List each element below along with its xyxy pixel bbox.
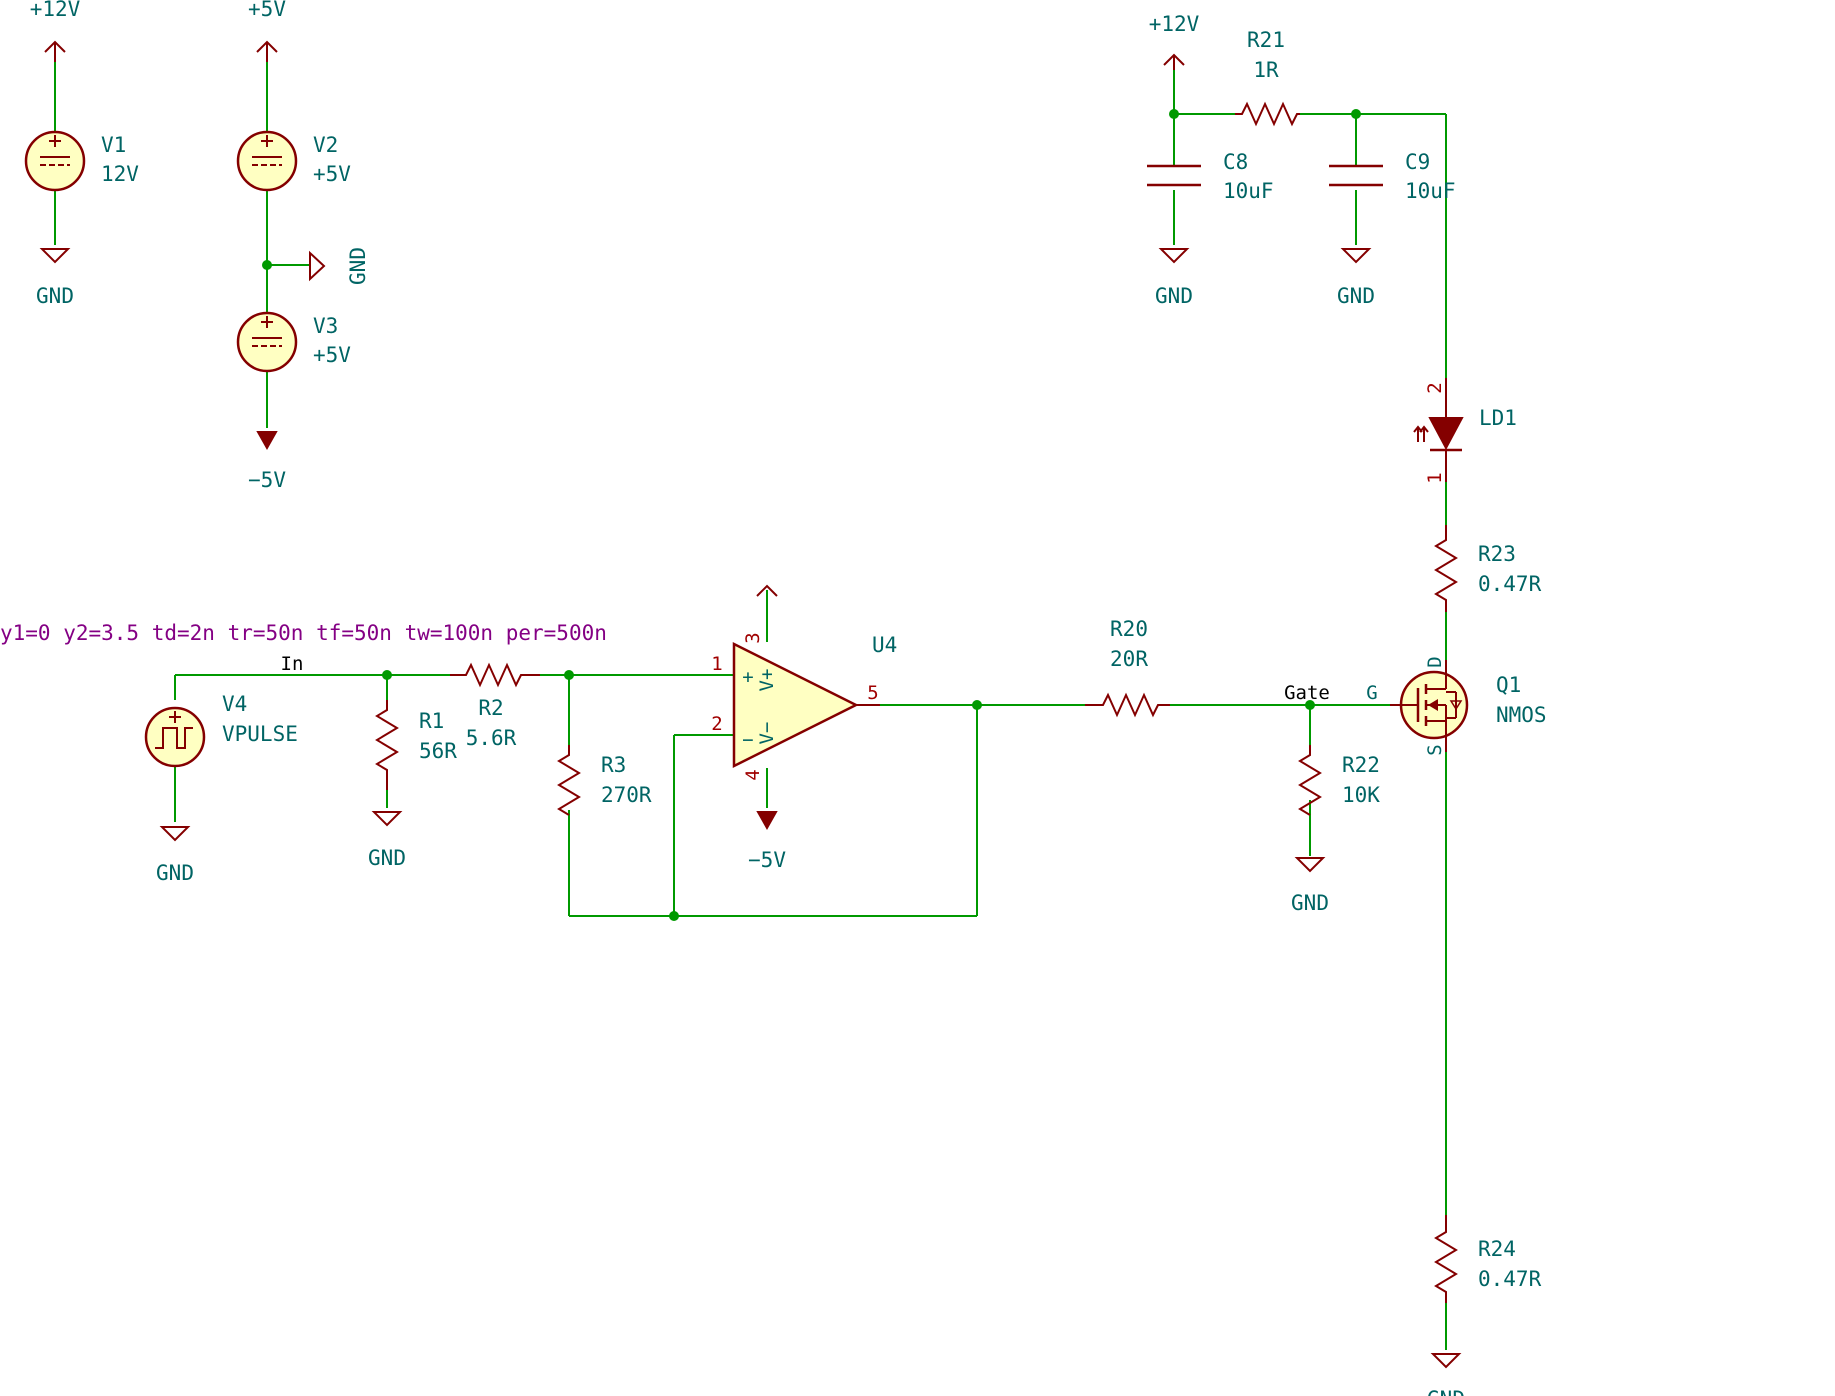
source-v1: V1 12V [24, 130, 139, 192]
value-label: 1R [1253, 58, 1279, 82]
pin-name: V+ [756, 669, 778, 692]
ref-label: Q1 [1496, 673, 1521, 697]
gnd-symbol: GND [1155, 248, 1193, 308]
gnd-symbol: GND [1427, 1353, 1465, 1396]
pin-name: G [1366, 682, 1377, 704]
source-v4: V4 VPULSE [144, 692, 298, 768]
resistor-r22: R22 10K [1298, 745, 1380, 816]
gnd-label: GND [156, 861, 194, 885]
pin-number: 2 [1424, 382, 1446, 393]
resistor-r2: R2 5.6R [450, 662, 540, 750]
net-label-gate: Gate [1284, 682, 1330, 704]
value-label: 10K [1342, 783, 1380, 807]
power-label: +12V [30, 0, 81, 21]
junctions [262, 109, 1361, 921]
mosfet-q1: D S G Q1 NMOS [1366, 656, 1546, 755]
value-label: 20R [1110, 647, 1148, 671]
capacitor-c9: C9 10uF [1329, 150, 1456, 203]
ref-label: V3 [313, 314, 338, 338]
pin-number: 1 [711, 653, 722, 675]
opamp-u4: + − V+ V− 1 2 3 4 5 U4 [711, 632, 897, 780]
capacitor-c8: C8 10uF [1147, 150, 1274, 203]
opamp-vplus-arrow [756, 584, 778, 597]
resistor-r23: R23 0.47R [1434, 525, 1542, 612]
ref-label: R1 [419, 709, 444, 733]
gnd-label: GND [1427, 1387, 1465, 1396]
value-label: 0.47R [1478, 572, 1542, 596]
gnd-label: GND [368, 846, 406, 870]
pin-name: + [742, 666, 753, 688]
value-label: VPULSE [222, 722, 298, 746]
value-label: 5.6R [466, 726, 517, 750]
ref-label: V1 [101, 133, 126, 157]
value-label: 12V [101, 162, 139, 186]
gnd-label: GND [1291, 891, 1329, 915]
gnd-symbol: GND [36, 248, 74, 308]
value-label: 10uF [1405, 179, 1456, 203]
ref-label: R20 [1110, 617, 1148, 641]
power-label: −5V [748, 848, 786, 872]
resistor-r3: R3 270R [557, 745, 652, 816]
value-label: 0.47R [1478, 1267, 1542, 1291]
value-label: 10uF [1223, 179, 1274, 203]
pin-name: − [742, 729, 753, 751]
resistor-r24: R24 0.47R [1434, 1215, 1542, 1303]
resistor-r21: R21 1R [1235, 28, 1300, 127]
resistor-r1: R1 56R [375, 700, 457, 790]
sim-parameters: y1=0 y2=3.5 td=2n tr=50n tf=50n tw=100n … [0, 621, 607, 645]
gnd-label: GND [346, 247, 370, 285]
gnd-symbol: GND [309, 247, 370, 285]
gnd-symbol: GND [1291, 857, 1329, 915]
pin-name: V− [756, 722, 778, 745]
value-label: +5V [313, 343, 351, 367]
ref-label: R22 [1342, 753, 1380, 777]
ref-label: V4 [222, 692, 247, 716]
ref-label: R2 [478, 696, 503, 720]
pin-name: S [1424, 744, 1446, 755]
ref-label: R3 [601, 753, 626, 777]
ref-label: U4 [872, 633, 897, 657]
value-label: 270R [601, 783, 652, 807]
gnd-symbol: GND [368, 811, 406, 870]
pin-number: 2 [711, 713, 722, 735]
neg5v-symbol: −5V [248, 431, 286, 492]
gnd-label: GND [1155, 284, 1193, 308]
source-v2: V2 +5V [236, 130, 351, 192]
ref-label: R24 [1478, 1237, 1516, 1261]
power-12v-symbol: +12V [30, 0, 81, 62]
ref-label: LD1 [1479, 406, 1517, 430]
ref-label: R23 [1478, 542, 1516, 566]
laser-diode-ld1: 2 1 LD1 [1413, 378, 1517, 484]
neg5v-symbol: −5V [748, 811, 786, 872]
value-label: 56R [419, 739, 457, 763]
source-v3: V3 +5V [236, 311, 351, 373]
pin-name: D [1424, 656, 1446, 667]
power-label: +12V [1149, 12, 1200, 36]
power-label: +5V [248, 0, 286, 21]
power-12v-symbol: +12V [1149, 12, 1200, 70]
gnd-label: GND [36, 284, 74, 308]
net-label-in: In [281, 653, 304, 675]
gnd-symbol: GND [1337, 248, 1375, 308]
wires [54, 62, 1447, 1350]
pin-number: 5 [867, 682, 878, 704]
ref-label: C9 [1405, 150, 1430, 174]
power-5v-symbol: +5V [248, 0, 286, 62]
pin-number: 3 [742, 632, 764, 643]
ref-label: C8 [1223, 150, 1248, 174]
ref-label: R21 [1247, 28, 1285, 52]
gnd-label: GND [1337, 284, 1375, 308]
value-label: NMOS [1496, 703, 1547, 727]
pin-number: 4 [742, 769, 764, 780]
ref-label: V2 [313, 133, 338, 157]
pin-number: 1 [1424, 472, 1446, 483]
gnd-symbol: GND [156, 826, 194, 885]
power-label: −5V [248, 468, 286, 492]
resistor-r20: R20 20R [1085, 617, 1170, 718]
value-label: +5V [313, 162, 351, 186]
